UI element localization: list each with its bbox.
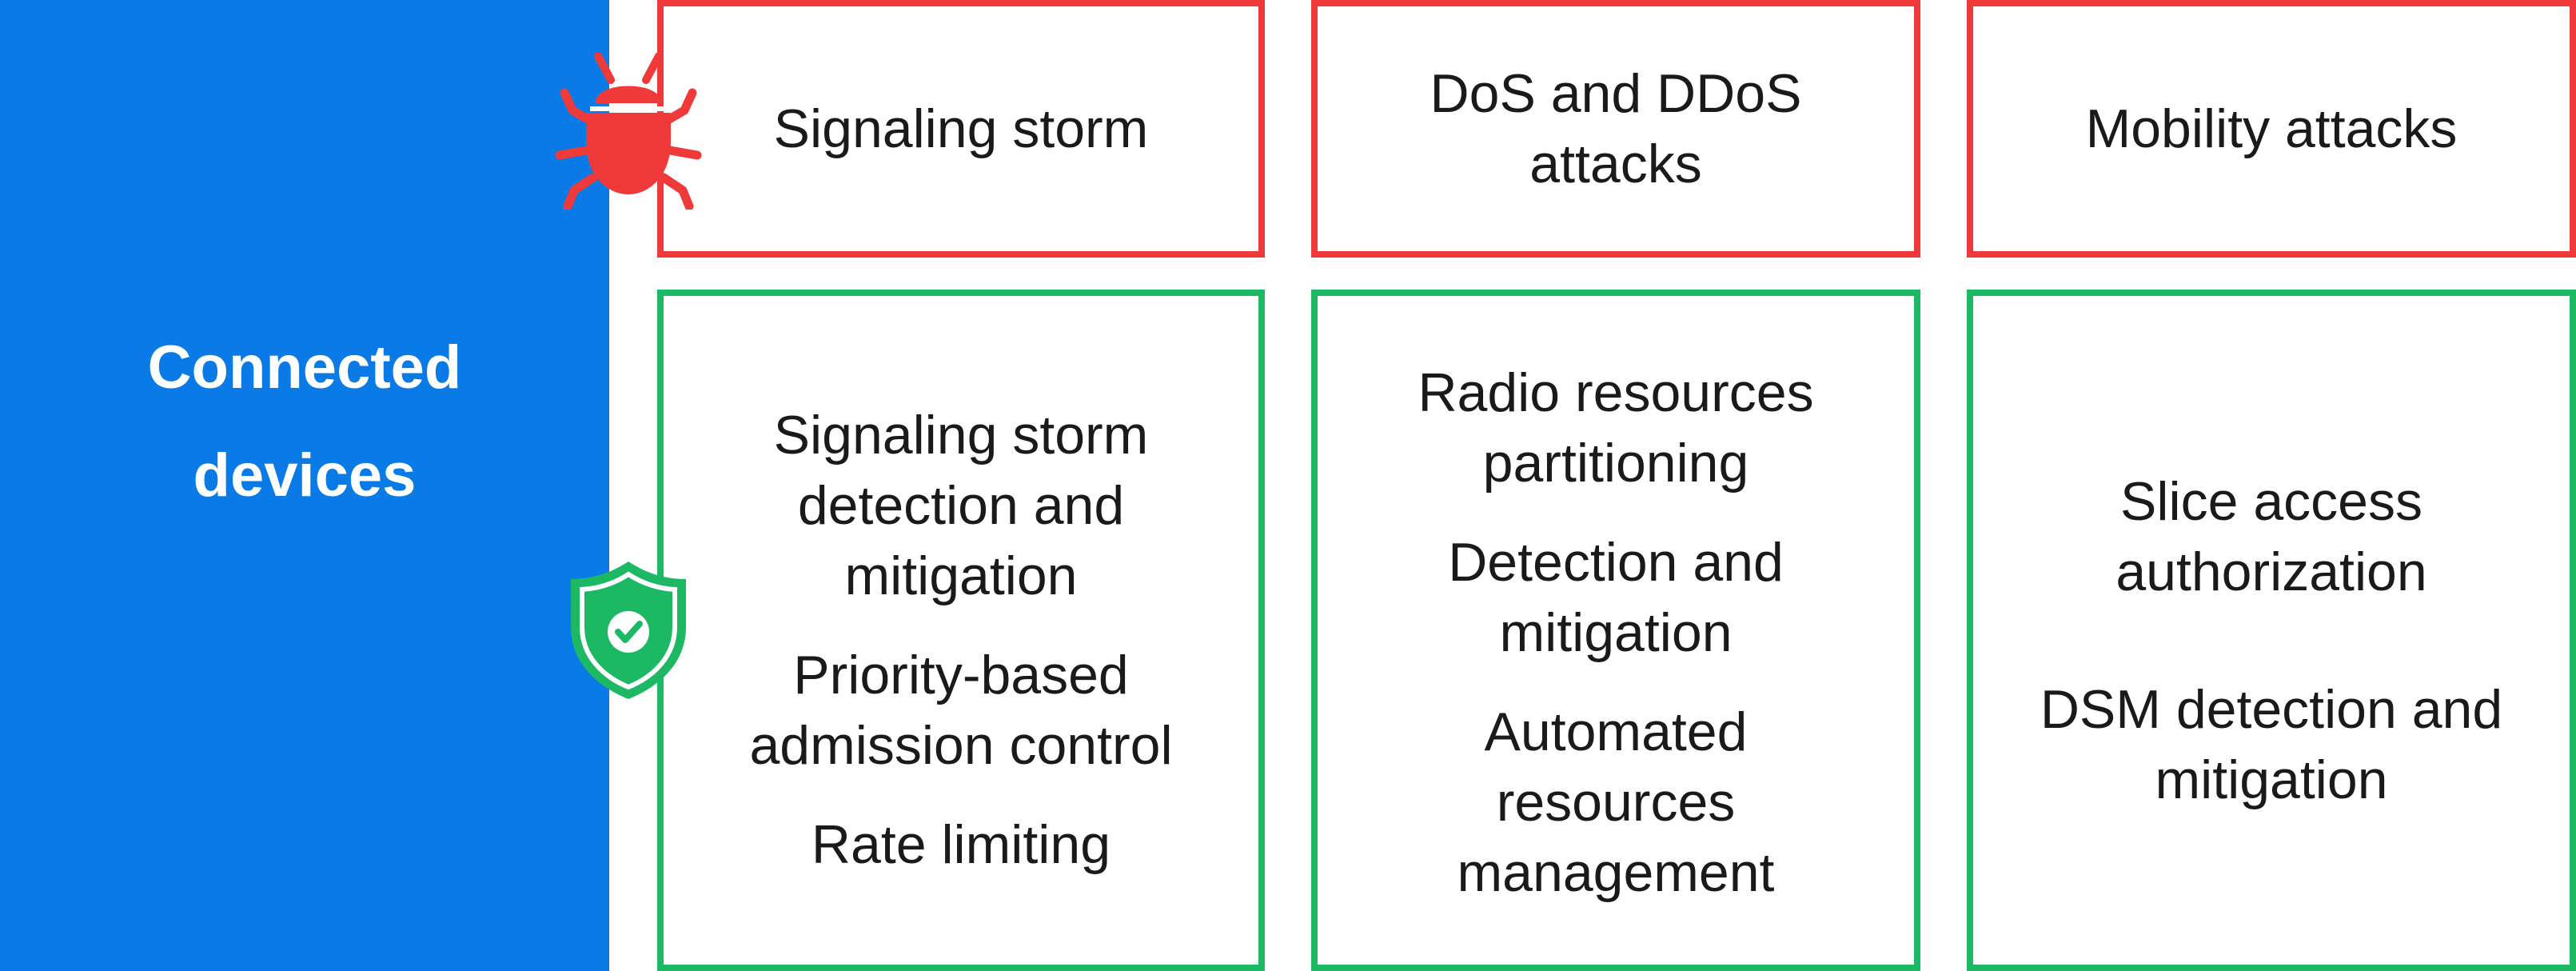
defense-item-line: authorization [2115,541,2427,602]
connected-devices-title: Connected devices [148,314,462,529]
defense-item-line: Rate limiting [811,814,1111,875]
defense-item: Priority-based admission control [749,640,1172,781]
defense-item-line: mitigation [844,545,1078,606]
defense-item-line: resources [1496,772,1736,833]
defense-item-line: admission control [749,715,1173,776]
defense-box-signaling-storm: Signaling storm detection and mitigation… [657,290,1265,971]
defense-item: Detection and mitigation [1448,527,1784,668]
bug-icon [555,53,702,210]
defense-item-line: Priority-based [793,645,1129,705]
defense-item: DSM detection and mitigation [2040,674,2502,815]
threat-box-mobility-attacks: Mobility attacks [1967,0,2576,258]
defense-item-line: mitigation [1499,602,1733,663]
defense-item: Signaling storm detection and mitigation [774,400,1149,611]
defense-item: Radio resources partitioning [1418,358,1813,498]
threat-label-line: attacks [1529,134,1702,194]
defense-item-line: Slice access [2120,471,2422,532]
defense-item-line: DSM detection and [2040,679,2503,740]
defense-box-dos-ddos: Radio resources partitioning Detection a… [1311,290,1920,971]
defense-item-line: Detection and [1448,532,1784,593]
defense-item-line: detection and [797,475,1125,536]
threat-label-line: DoS and DDoS [1430,63,1802,124]
defense-item-line: Radio resources [1418,362,1814,423]
defense-item: Automated resources management [1457,697,1775,908]
defense-box-mobility-attacks: Slice access authorization DSM detection… [1967,290,2576,971]
devices-title-line: Connected [147,334,462,402]
defense-item: Rate limiting [811,809,1111,880]
defense-item-line: partitioning [1482,433,1749,493]
threat-box-dos-ddos: DoS and DDoS attacks [1311,0,1920,258]
devices-title-line: devices [193,442,417,509]
defense-item-line: management [1457,842,1775,903]
defense-item-line: Signaling storm [773,405,1149,466]
threat-label-line: Mobility attacks [2085,98,2458,159]
connected-devices-panel: Connected devices [0,0,609,971]
threat-label-line: Signaling storm [773,98,1149,159]
threat-box-signaling-storm: Signaling storm [657,0,1265,258]
defense-item-line: Automated [1484,701,1748,762]
defense-item: Slice access authorization [2115,466,2426,607]
defense-item-line: mitigation [2155,749,2388,810]
shield-check-icon [571,561,686,699]
